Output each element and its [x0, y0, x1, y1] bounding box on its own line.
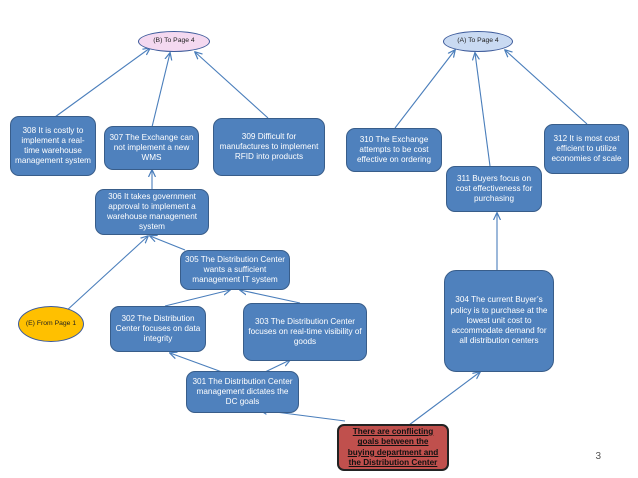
node-308: 308 It is costly to implement a real-tim… — [10, 116, 96, 176]
node-303: 303 The Distribution Center focuses on r… — [243, 303, 367, 361]
to-page-b-connector: (B) To Page 4 — [138, 31, 210, 52]
edge-305-to-306 — [150, 236, 186, 251]
edge-301-to-303 — [264, 360, 290, 373]
edge-310-to-a — [394, 50, 455, 129]
node-302: 302 The Distribution Center focuses on d… — [110, 306, 206, 352]
node-310: 310 The Exchange attempts to be cost eff… — [346, 128, 442, 172]
edge-302-to-305 — [164, 290, 230, 307]
to-page-a-connector: (A) To Page 4 — [443, 31, 513, 52]
edge-301-to-302 — [170, 353, 223, 373]
edge-e-to-306 — [64, 236, 148, 313]
page-number: 3 — [595, 451, 601, 462]
node-309: 309 Difficult for manufactures to implem… — [213, 118, 325, 176]
edge-303-to-305 — [240, 290, 301, 304]
node-304: 304 The current Buyer’s policy is to pur… — [444, 270, 554, 372]
edge-309-to-b — [195, 52, 269, 119]
node-312: 312 It is most cost efficient to utilize… — [544, 124, 629, 174]
edge-312-to-a — [505, 50, 588, 125]
root-problem-node: There are conflicting goals between the … — [337, 424, 449, 471]
edge-311-to-a — [475, 53, 491, 167]
edge-307-to-b — [151, 53, 170, 128]
node-307: 307 The Exchange can not implement a new… — [104, 126, 199, 170]
node-311: 311 Buyers focus on cost effectiveness f… — [446, 166, 542, 212]
node-305: 305 The Distribution Center wants a suff… — [180, 250, 290, 290]
from-page-e-connector: (E) From Page 1 — [18, 306, 84, 342]
node-301: 301 The Distribution Center management d… — [186, 371, 299, 413]
edge-root-to-304 — [404, 372, 480, 429]
node-306: 306 It takes government approval to impl… — [95, 189, 209, 235]
edge-308-to-b — [54, 48, 150, 118]
